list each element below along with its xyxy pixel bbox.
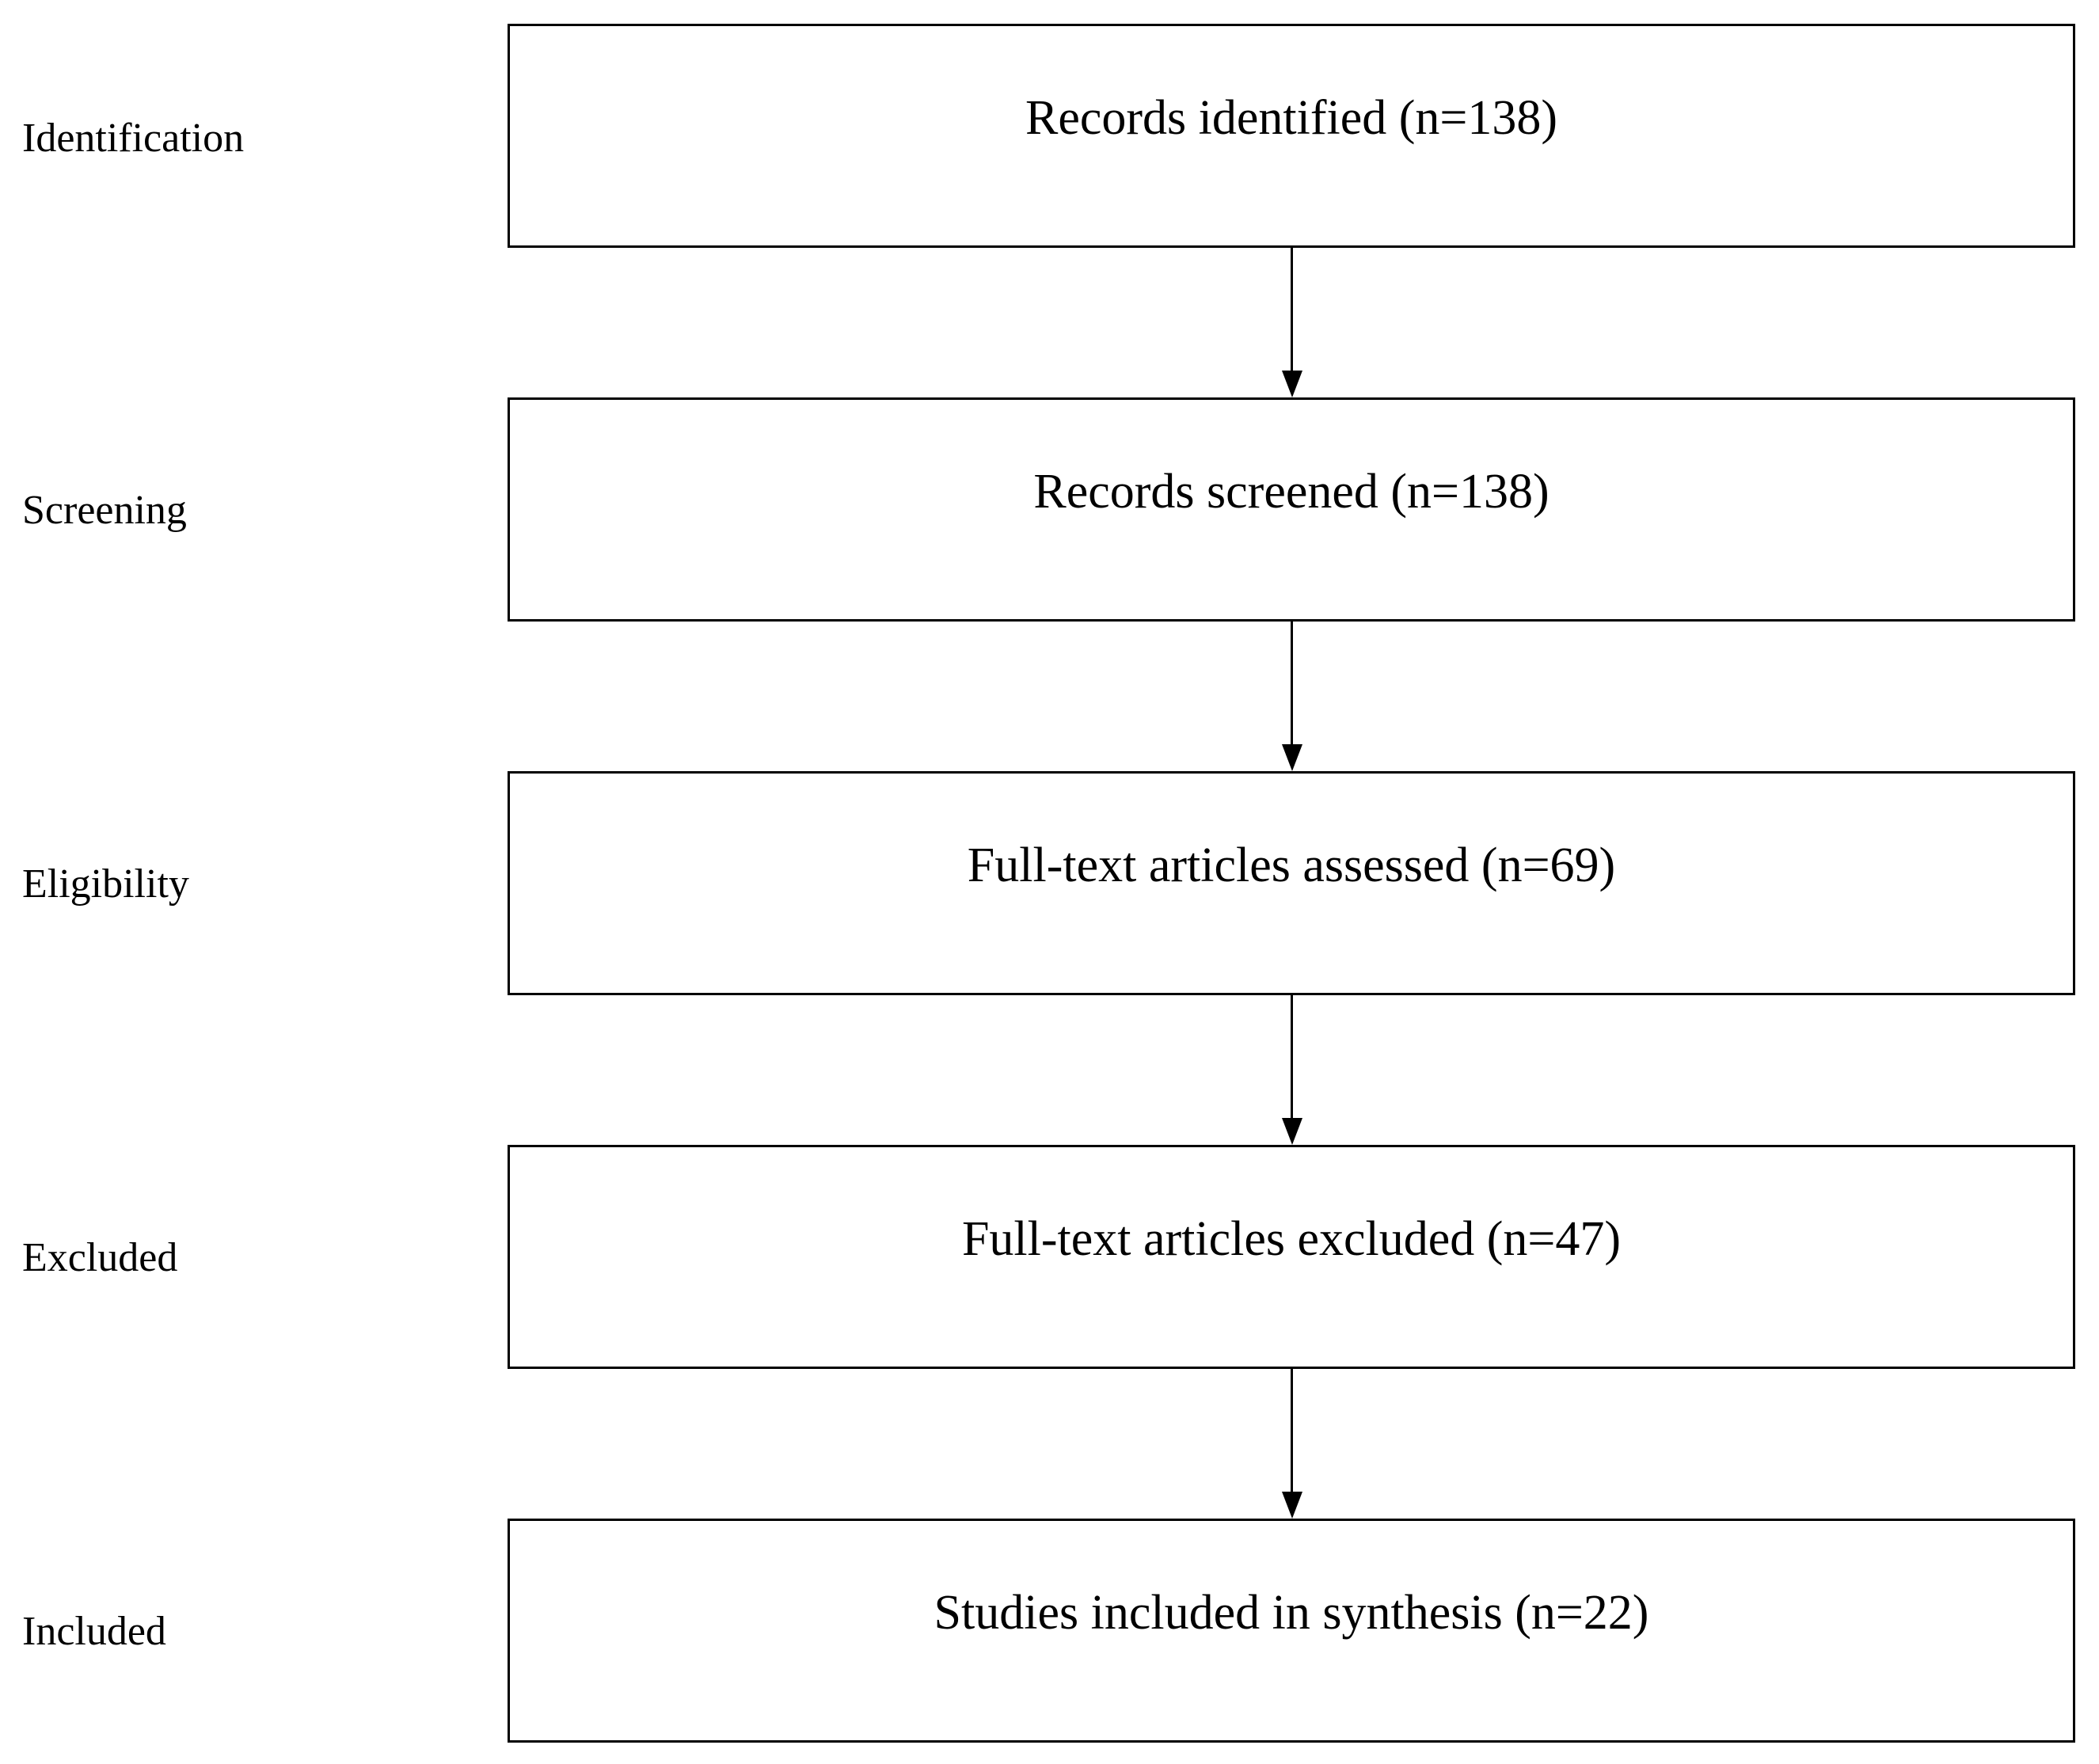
box-articles-excluded: Full-text articles excluded (n=47) (508, 1145, 2075, 1369)
arrow-head-icon (1282, 1118, 1302, 1145)
box-records-identified: Records identified (n=138) (508, 24, 2075, 248)
arrow-shaft (1291, 1369, 1293, 1494)
box-text-studies-included: Studies included in synthesis (n=22) (934, 1586, 1649, 1640)
arrow-head-icon (1282, 744, 1302, 771)
stage-label-excluded: Excluded (22, 1235, 178, 1280)
box-articles-assessed: Full-text articles assessed (n=69) (508, 771, 2075, 995)
arrow-excluded-to-included (1278, 1369, 1306, 1519)
arrow-screened-to-assessed (1278, 622, 1306, 771)
box-text-articles-assessed: Full-text articles assessed (n=69) (967, 838, 1616, 892)
arrow-identified-to-screened (1278, 248, 1306, 397)
box-records-screened: Records screened (n=138) (508, 397, 2075, 622)
stage-label-identification: Identification (22, 116, 245, 161)
arrow-assessed-to-excluded (1278, 995, 1306, 1145)
arrow-shaft (1291, 248, 1293, 373)
stage-label-included: Included (22, 1609, 166, 1654)
arrow-head-icon (1282, 371, 1302, 397)
box-text-records-screened: Records screened (n=138) (1033, 465, 1550, 519)
arrow-shaft (1291, 622, 1293, 747)
box-text-records-identified: Records identified (n=138) (1025, 91, 1557, 145)
box-studies-included: Studies included in synthesis (n=22) (508, 1519, 2075, 1743)
arrow-head-icon (1282, 1492, 1302, 1519)
box-text-articles-excluded: Full-text articles excluded (n=47) (961, 1212, 1622, 1266)
stage-label-eligibility: Eligibility (22, 861, 189, 907)
stage-label-screening: Screening (22, 488, 187, 533)
arrow-shaft (1291, 995, 1293, 1120)
